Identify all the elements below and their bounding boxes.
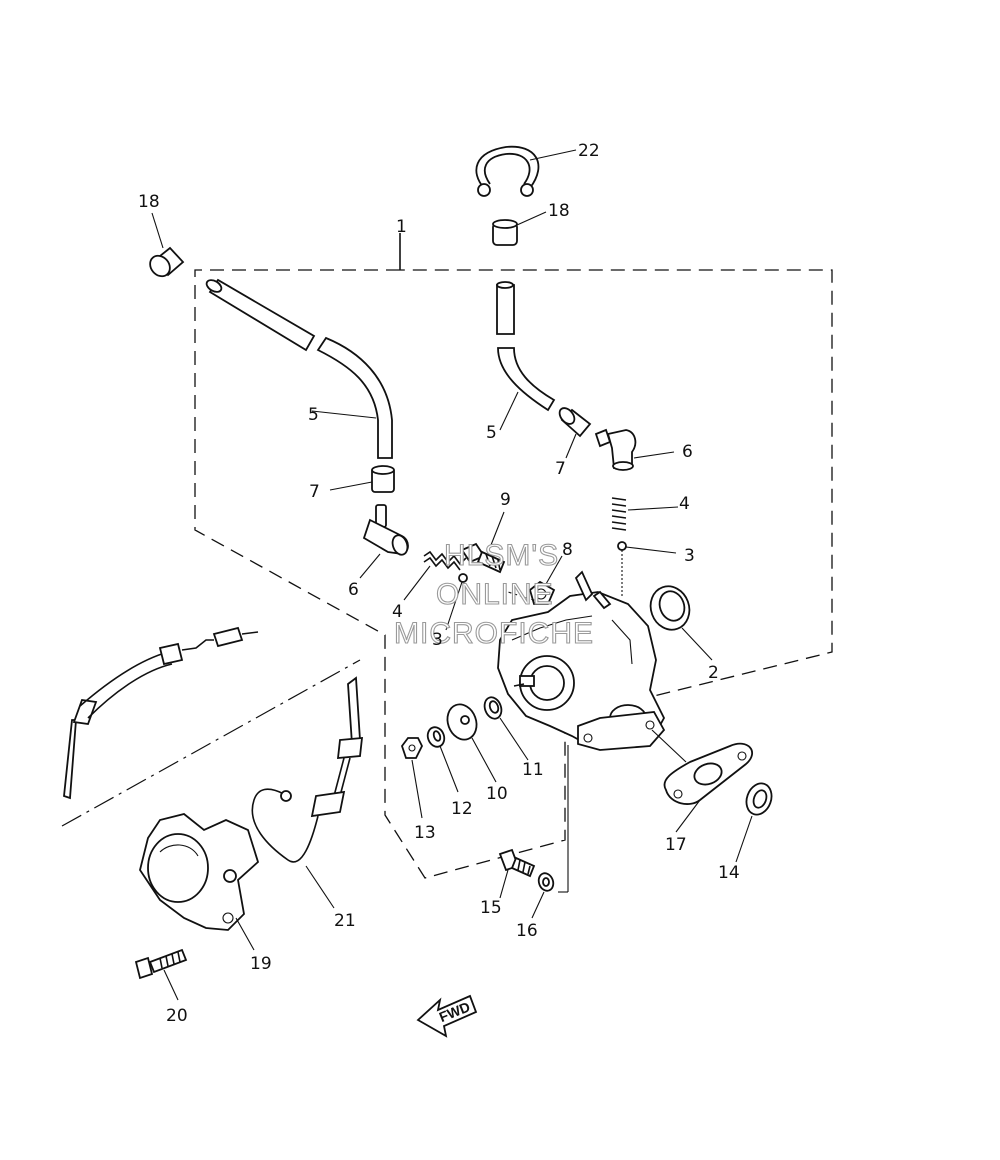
callout-12: 12: [451, 799, 473, 819]
plug-8: [528, 555, 563, 605]
bolt-9: [460, 511, 506, 574]
cover-19: [139, 813, 260, 951]
hose-5-right: [496, 281, 556, 431]
seal-2: [649, 585, 713, 661]
callout-14: 14: [718, 863, 740, 883]
clip-22: [475, 145, 577, 197]
ball-3-left: [445, 573, 468, 631]
callout-11: 11: [522, 760, 544, 780]
hose-5-left: [205, 278, 393, 459]
callout-5-left: 5: [308, 405, 319, 425]
spring-4-right: [611, 497, 679, 531]
washer-10: [446, 703, 497, 783]
watermark-line1: HLSM'S: [444, 539, 559, 572]
washer-12: [426, 726, 459, 793]
fwd-arrow-icon: FWD: [416, 994, 478, 1038]
elbow-6-right: [594, 428, 675, 471]
callout-4-right: 4: [679, 494, 690, 514]
callout-6-left: 6: [348, 580, 359, 600]
washer-11: [483, 696, 529, 761]
callout-20: 20: [166, 1006, 188, 1026]
callout-5-right: 5: [486, 423, 497, 443]
gasket-17: [651, 729, 753, 833]
callout-22: 22: [578, 141, 600, 161]
callout-6-right: 6: [682, 442, 693, 462]
ball-3-right: [617, 541, 677, 596]
cable-21: [251, 676, 364, 909]
separator-line: [61, 659, 361, 827]
pump-cable: [63, 626, 259, 800]
washer-16: [531, 872, 555, 919]
callout-8: 8: [562, 540, 573, 560]
callout-2: 2: [708, 663, 719, 683]
watermark-line2: ONLINE: [436, 578, 554, 611]
callout-13: 13: [414, 823, 436, 843]
callout-18-left: 18: [138, 192, 160, 212]
callout-1: 1: [396, 217, 407, 237]
elbow-6-left: [359, 504, 409, 579]
collar-18-top: [492, 211, 547, 246]
collar-18-left: [149, 212, 185, 278]
callout-3-right: 3: [684, 546, 695, 566]
bolt-15: [498, 848, 536, 899]
oil-pump-body: [497, 570, 666, 893]
assembly-boundary: [194, 269, 833, 879]
callout-7-left: 7: [309, 482, 320, 502]
callout-15: 15: [480, 898, 502, 918]
nut-13: [400, 737, 424, 819]
callout-9: 9: [500, 490, 511, 510]
callout-4-left: 4: [392, 602, 403, 622]
callout-10: 10: [486, 784, 508, 804]
callout-16: 16: [516, 921, 538, 941]
washer-14: [735, 782, 773, 863]
spring-4-left: [403, 550, 467, 601]
callout-3-left: 3: [432, 630, 443, 650]
sleeve-7-right: [558, 407, 592, 459]
callout-19: 19: [250, 954, 272, 974]
watermark-line3: MICROFICHE: [394, 617, 594, 650]
callout-21: 21: [334, 911, 356, 931]
sleeve-7-left: [329, 465, 395, 493]
bolt-20: [134, 948, 188, 1001]
callout-18-top: 18: [548, 201, 570, 221]
callout-17: 17: [665, 835, 687, 855]
callout-7-right: 7: [555, 459, 566, 479]
